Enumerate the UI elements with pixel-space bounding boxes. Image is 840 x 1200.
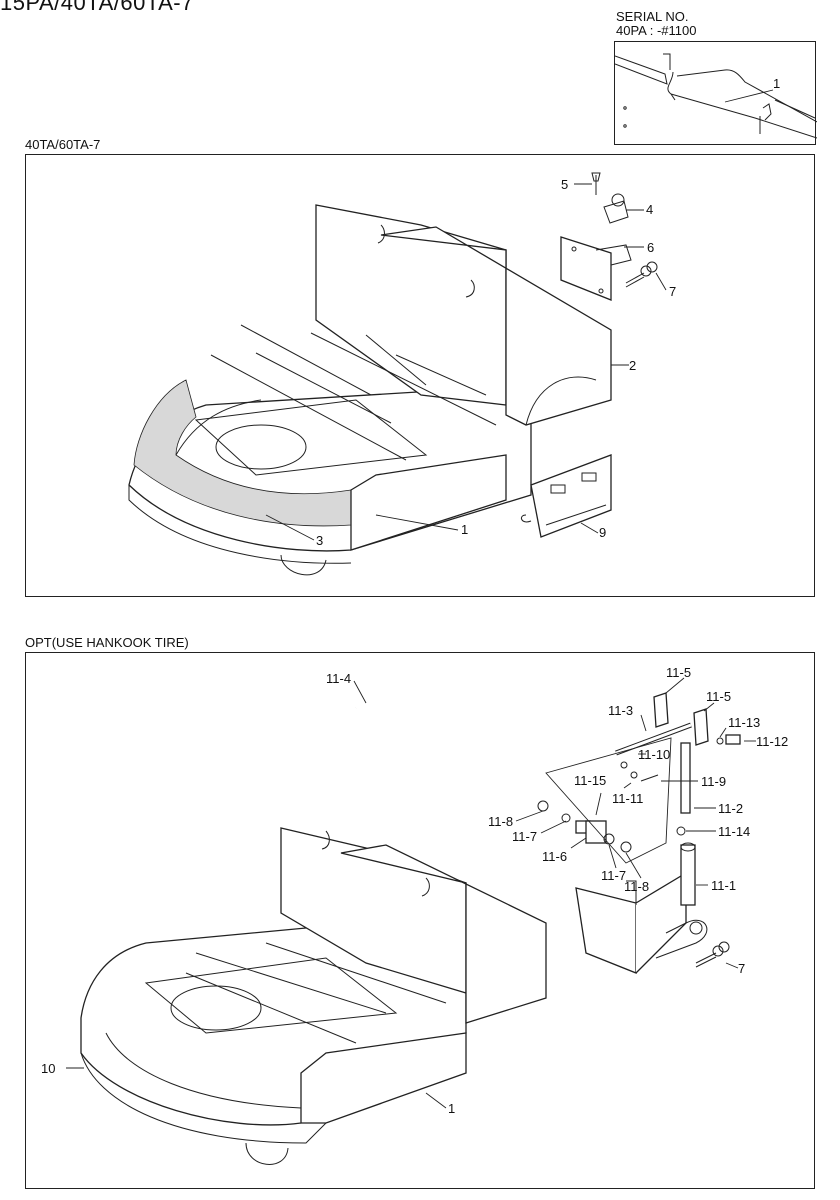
callout-top-7: 7	[669, 284, 676, 299]
callout-bottom-11-9: 11-9	[701, 774, 726, 789]
callout-bottom-11-13: 11-13	[728, 715, 760, 730]
callout-bottom-11-10: 11-10	[638, 747, 670, 762]
callout-bottom-11-6: 11-6	[542, 849, 567, 864]
callout-top-5: 5	[561, 177, 568, 192]
callout-top-1: 1	[461, 522, 468, 537]
callout-bottom-11-5-a: 11-5	[666, 665, 691, 680]
callout-bottom-11-11: 11-11	[612, 791, 643, 806]
callout-bottom-11-7-b: 11-7	[601, 868, 626, 883]
callout-bottom-10: 10	[41, 1061, 55, 1076]
callout-top-6: 6	[647, 240, 654, 255]
callout-bottom-11-5-b: 11-5	[706, 689, 731, 704]
section-title-top: 40TA/60TA-7	[25, 137, 101, 152]
callout-bottom-11-7-a: 11-7	[512, 829, 537, 844]
callout-bottom-11-4: 11-4	[326, 671, 351, 686]
counterweight-drawing-top: 5 4 6 7 2 3 1 9	[128, 172, 676, 576]
callout-bottom-1: 1	[448, 1101, 455, 1116]
bottom-frame: 11-4 11-5 11-5 11-3 11-13 11-12 11-10 11…	[25, 652, 815, 1189]
inset-frame: 1	[614, 41, 817, 145]
serial-label-line1: SERIAL NO.	[616, 9, 689, 24]
callout-bottom-11-8-b: 11-8	[624, 879, 649, 894]
callout-bottom-11-3: 11-3	[608, 703, 633, 718]
serial-label-line2: 40PA : -#1100	[616, 23, 697, 38]
callout-bottom-11-14: 11-14	[718, 824, 750, 839]
callout-top-2: 2	[629, 358, 636, 373]
callout-bottom-11-12: 11-12	[756, 734, 788, 749]
inset-drawing: 1	[615, 53, 817, 139]
callout-inset-1: 1	[773, 76, 780, 91]
counterweight-drawing-bottom: 11-4 11-5 11-5 11-3 11-13 11-12 11-10 11…	[41, 665, 788, 1165]
section-title-bottom: OPT(USE HANKOOK TIRE)	[25, 635, 189, 650]
serial-number-note: SERIAL NO. 40PA : -#1100	[616, 10, 696, 38]
callout-top-4: 4	[646, 202, 653, 217]
callout-bottom-11-2: 11-2	[718, 801, 743, 816]
callout-top-3: 3	[316, 533, 323, 548]
callout-bottom-11-1: 11-1	[711, 878, 736, 893]
top-frame: 5 4 6 7 2 3 1 9	[25, 154, 815, 597]
callout-top-9: 9	[599, 525, 606, 540]
callout-bottom-11-15: 11-15	[574, 773, 606, 788]
callout-bottom-11-8-a: 11-8	[488, 814, 513, 829]
page-title: 15PA/40TA/60TA-7	[0, 0, 194, 15]
callout-bottom-7: 7	[738, 961, 745, 976]
